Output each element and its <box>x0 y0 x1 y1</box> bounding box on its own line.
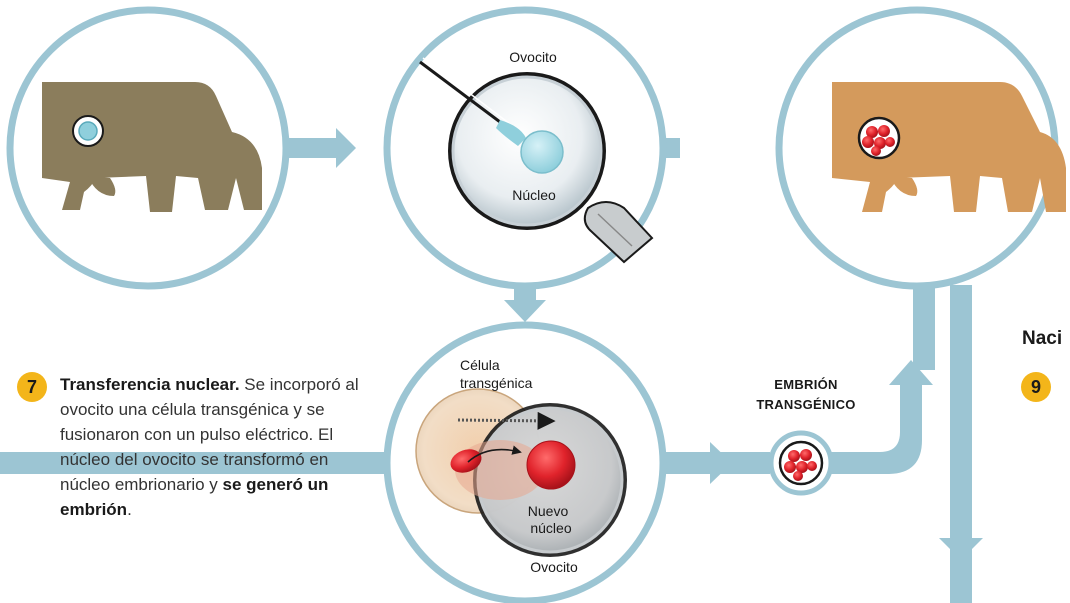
label-embrion-2: TRANSGÉNICO <box>756 397 855 412</box>
label-nucleo: Núcleo <box>512 187 556 203</box>
circle-oocyte-enucleation: Ovocito Núcleo <box>387 10 663 286</box>
embryo-icon <box>859 118 899 158</box>
nucleus <box>521 131 563 173</box>
step-7-description: Transferencia nuclear. Se incorporó al o… <box>60 372 360 522</box>
transgenic-embryo: EMBRIÓN TRANSGÉNICO <box>756 377 855 493</box>
circle-donor-cow <box>10 10 286 286</box>
step-9-title: Naci <box>1022 328 1062 350</box>
label-nuevo-1: Nuevo <box>528 503 569 519</box>
label-embrion-1: EMBRIÓN <box>774 377 838 392</box>
label-celula-1: Célula <box>460 357 500 373</box>
step-9-badge: 9 <box>1021 372 1051 402</box>
label-ovocito-top: Ovocito <box>509 49 557 65</box>
step-7-title: Transferencia nuclear. <box>60 375 240 394</box>
step-7-end: . <box>127 500 132 519</box>
label-nuevo-2: núcleo <box>530 520 571 536</box>
label-ovocito-bottom: Ovocito <box>530 559 578 575</box>
circle-nuclear-transfer: Célula transgénica Nuevo núcleo Ovocito <box>387 325 663 601</box>
label-celula-2: transgénica <box>460 375 533 391</box>
circle-recipient-cow <box>779 10 1066 286</box>
new-nucleus <box>527 441 575 489</box>
step-7-badge: 7 <box>17 372 47 402</box>
